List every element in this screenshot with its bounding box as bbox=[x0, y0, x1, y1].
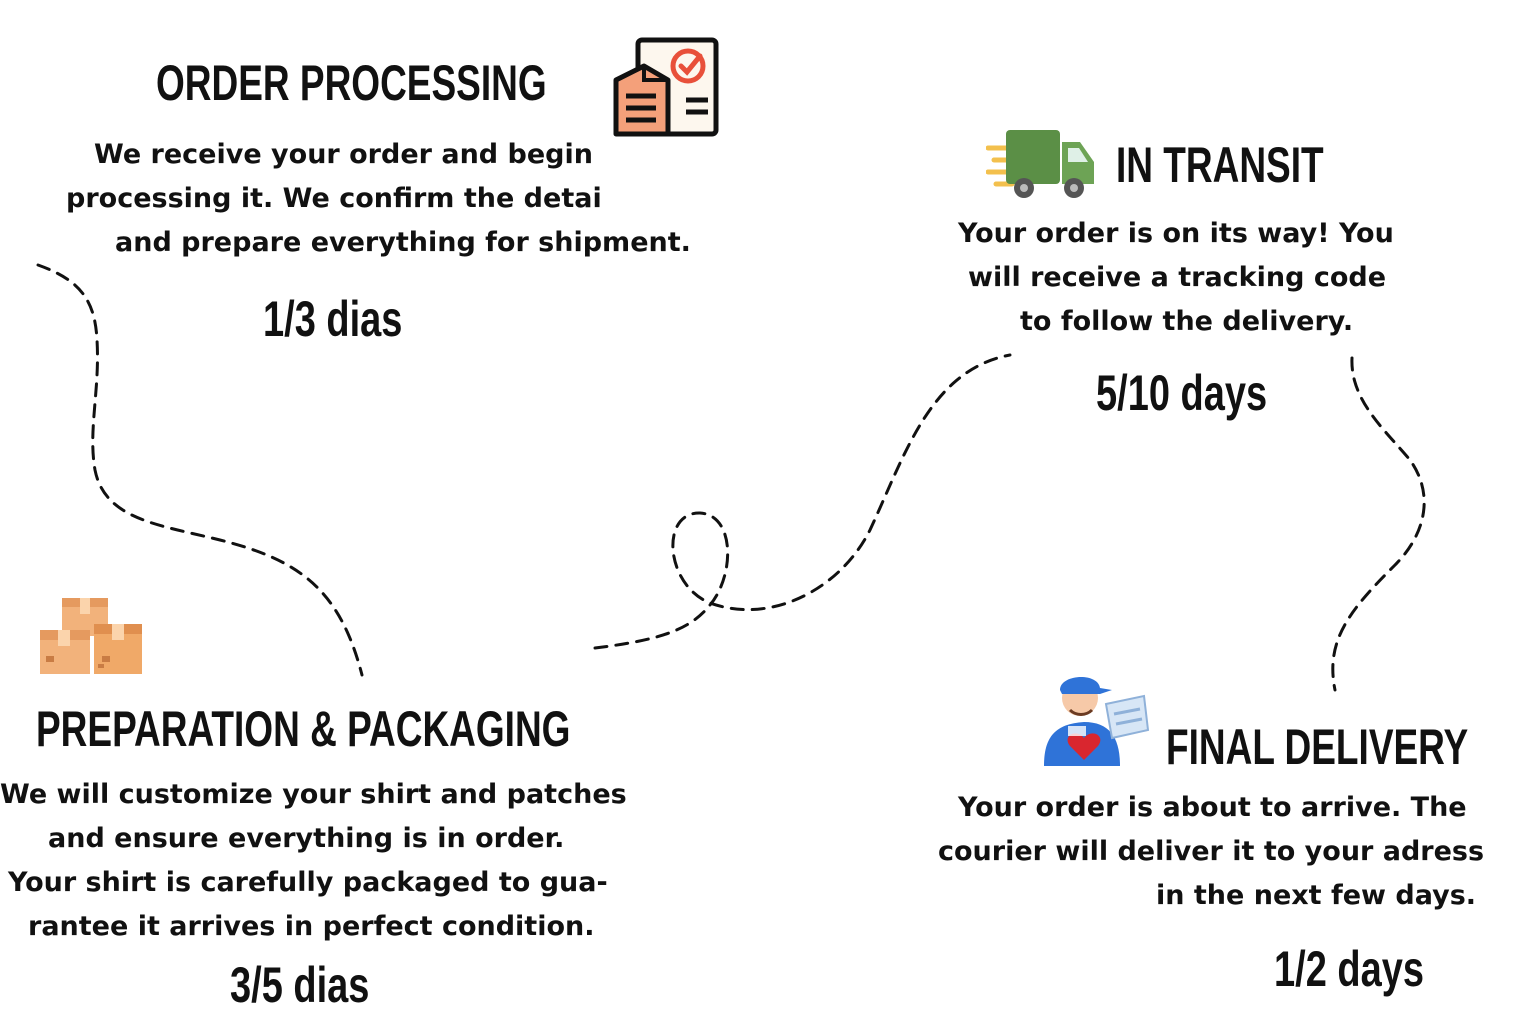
order-document-icon bbox=[613, 37, 719, 137]
description-line: and prepare everything for shipment. bbox=[115, 227, 691, 258]
description-line: rantee it arrives in perfect condition. bbox=[28, 911, 595, 942]
in-transit-duration: 5/10 days bbox=[1096, 365, 1268, 421]
description-line: Your shirt is carefully packaged to gua- bbox=[8, 867, 608, 898]
description-line: processing it. We confirm the detai bbox=[66, 183, 602, 214]
final-delivery-duration: 1/2 days bbox=[1274, 941, 1425, 997]
description-line: in the next few days. bbox=[1156, 880, 1477, 911]
in-transit-title: IN TRANSIT bbox=[1116, 137, 1324, 193]
order-processing-description: We receive your order and begin processi… bbox=[0, 133, 760, 265]
final-delivery-title: FINAL DELIVERY bbox=[1166, 719, 1469, 775]
in-transit-description: Your order is on its way! You will recei… bbox=[0, 212, 1536, 344]
description-line: Your order is about to arrive. The bbox=[958, 792, 1467, 823]
preparation-packaging-duration: 3/5 dias bbox=[230, 957, 370, 1013]
order-processing-duration: 1/3 dias bbox=[263, 291, 403, 347]
order-processing-title: ORDER PROCESSING bbox=[156, 55, 547, 111]
stacked-boxes-icon bbox=[40, 598, 142, 674]
courier-icon bbox=[1044, 676, 1150, 766]
description-line: to follow the delivery. bbox=[1020, 306, 1354, 337]
preparation-packaging-description: We will customize your shirt and patches… bbox=[0, 773, 700, 949]
description-line: Your order is on its way! You bbox=[958, 218, 1394, 249]
route-segment-packaging-to-transit bbox=[593, 353, 1012, 650]
description-line: and ensure everything is in order. bbox=[48, 823, 565, 854]
description-line: courier will deliver it to your adress bbox=[938, 836, 1485, 867]
description-line: will receive a tracking code bbox=[968, 262, 1387, 293]
delivery-truck-icon bbox=[986, 130, 1094, 198]
description-line: We will customize your shirt and patches bbox=[0, 779, 627, 810]
preparation-packaging-title: PREPARATION & PACKAGING bbox=[36, 701, 571, 757]
route-segment-processing-to-packaging bbox=[36, 263, 364, 677]
description-line: We receive your order and begin bbox=[94, 139, 593, 170]
route-segment-transit-to-delivery bbox=[1331, 356, 1426, 692]
final-delivery-description: Your order is about to arrive. The couri… bbox=[0, 786, 1536, 918]
